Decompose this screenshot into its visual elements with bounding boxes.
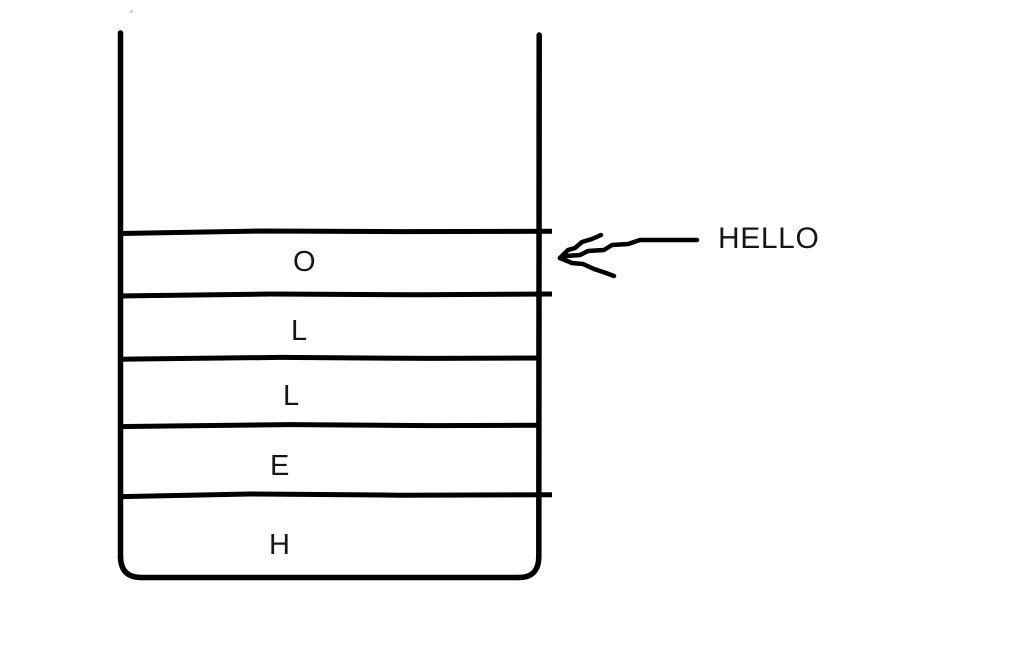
divider-L-E (120, 422, 541, 430)
cell-dividers (119, 228, 553, 500)
divider-O-L (120, 291, 553, 299)
arrow-shaft (557, 237, 700, 261)
stack-cell-label-0: H (269, 529, 291, 561)
container-bottom-left-corner (117, 554, 144, 581)
stack-cell-label-4: O (293, 246, 317, 278)
divider-L-L (120, 354, 541, 362)
pointer-arrow (557, 232, 700, 279)
stack-cell-label-3: L (291, 315, 308, 347)
container-bottom-right-corner (516, 554, 542, 581)
arrow-barb-lower (557, 255, 617, 279)
divider-E-H (119, 491, 553, 500)
divider-top-of-O (120, 228, 553, 236)
stray-mark (130, 10, 133, 13)
arrow-barb-upper (557, 232, 604, 261)
stack-cell-label-1: E (270, 450, 290, 482)
annotation-label-hello: HELLO (718, 222, 820, 255)
stack-cell-label-2: L (283, 380, 300, 412)
